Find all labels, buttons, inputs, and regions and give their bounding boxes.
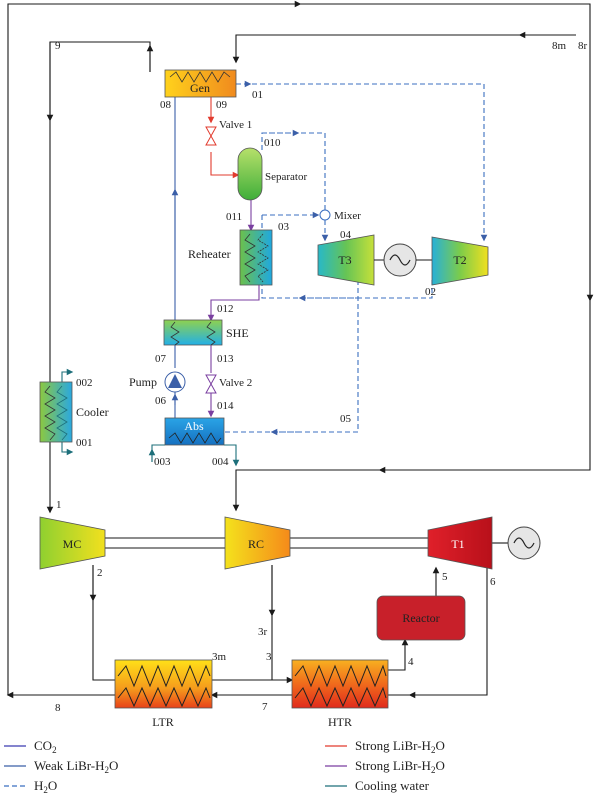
htr-hx: HTR (291, 659, 389, 729)
valve-2: Valve 2 (205, 374, 252, 394)
h2o-lines (224, 80, 488, 436)
state-03: 03 (278, 221, 290, 233)
generator-hx: Gen (164, 69, 237, 98)
cooler-label: Cooler (76, 405, 109, 419)
strong-purple-lines (207, 200, 260, 418)
state-011: 011 (226, 211, 242, 223)
state-02: 02 (425, 286, 436, 298)
legend: CO2 Weak LiBr-H2O H2O Strong LiBr-H2O St… (4, 738, 445, 795)
pump: Pump (129, 371, 186, 393)
turbine-t3: T3 (317, 234, 375, 286)
solution-hx: SHE (163, 319, 249, 346)
valve-2-label: Valve 2 (219, 377, 252, 389)
rc-label: RC (248, 537, 264, 551)
cooler-hx: Cooler (39, 381, 109, 443)
state-2: 2 (97, 567, 103, 579)
legend-h2o: H2O (34, 778, 57, 795)
state-08: 08 (160, 99, 172, 111)
separator: Separator (237, 147, 307, 201)
ltr-label: LTR (152, 715, 174, 729)
state-3: 3 (266, 651, 272, 663)
state-1: 1 (56, 499, 62, 511)
legend-co2: CO2 (34, 738, 57, 755)
state-05: 05 (340, 413, 352, 425)
state-6: 6 (490, 576, 496, 588)
state-8: 8 (55, 702, 61, 714)
reheater-hx: Reheater (188, 229, 273, 286)
state-013: 013 (217, 353, 234, 365)
separator-label: Separator (265, 171, 307, 183)
state-014: 014 (217, 400, 234, 412)
mixer-label: Mixer (334, 210, 361, 222)
state-4: 4 (408, 656, 414, 668)
gen-label: Gen (190, 81, 210, 95)
turbine-t1: T1 (427, 516, 493, 570)
state-003: 003 (154, 456, 171, 468)
valve-1-label: Valve 1 (219, 119, 252, 131)
mixer: Mixer (319, 209, 361, 222)
pump-label: Pump (129, 375, 157, 389)
state-3r: 3r (258, 626, 268, 638)
main-compressor: MC (39, 516, 106, 570)
state-001: 001 (76, 437, 93, 449)
state-5: 5 (442, 571, 448, 583)
state-07: 07 (155, 353, 167, 365)
reheater-label: Reheater (188, 247, 231, 261)
state-labels: 9 8m 8r 08 09 01 010 011 03 04 012 02 07… (55, 40, 588, 714)
state-010: 010 (264, 137, 281, 149)
recompressor: RC (224, 516, 291, 570)
state-09: 09 (216, 99, 228, 111)
strong-red-lines (207, 97, 240, 179)
legend-strong-red: Strong LiBr-H2O (355, 738, 445, 755)
t1-label: T1 (451, 537, 464, 551)
htr-label: HTR (328, 715, 352, 729)
legend-strong-purple: Strong LiBr-H2O (355, 758, 445, 775)
state-004: 004 (212, 456, 229, 468)
turbine-t2: T2 (431, 236, 489, 286)
cooling-water-lines (61, 368, 240, 467)
t3-label: T3 (338, 253, 351, 267)
state-9: 9 (55, 40, 61, 52)
generator-small-icon (383, 243, 417, 277)
she-label: SHE (226, 326, 249, 340)
state-012: 012 (217, 303, 234, 315)
state-04: 04 (340, 229, 352, 241)
state-01: 01 (252, 89, 263, 101)
mc-label: MC (63, 537, 82, 551)
reactor-label: Reactor (402, 611, 439, 625)
t2-label: T2 (453, 253, 466, 267)
valve-1: Valve 1 (205, 119, 252, 146)
legend-weak-libr: Weak LiBr-H2O (34, 758, 118, 775)
legend-cooling-water: Cooling water (355, 778, 430, 793)
state-3m: 3m (212, 651, 227, 663)
state-7: 7 (262, 701, 268, 713)
reactor: Reactor (376, 595, 466, 641)
co2-lines (6, 0, 594, 699)
ltr-hx: LTR (114, 659, 213, 729)
absorber: Abs (164, 417, 225, 446)
state-8m: 8m (552, 40, 567, 52)
state-06: 06 (155, 395, 167, 407)
abs-label: Abs (184, 419, 204, 433)
state-8r: 8r (578, 40, 588, 52)
generator-main-icon (507, 526, 541, 560)
state-002: 002 (76, 377, 93, 389)
